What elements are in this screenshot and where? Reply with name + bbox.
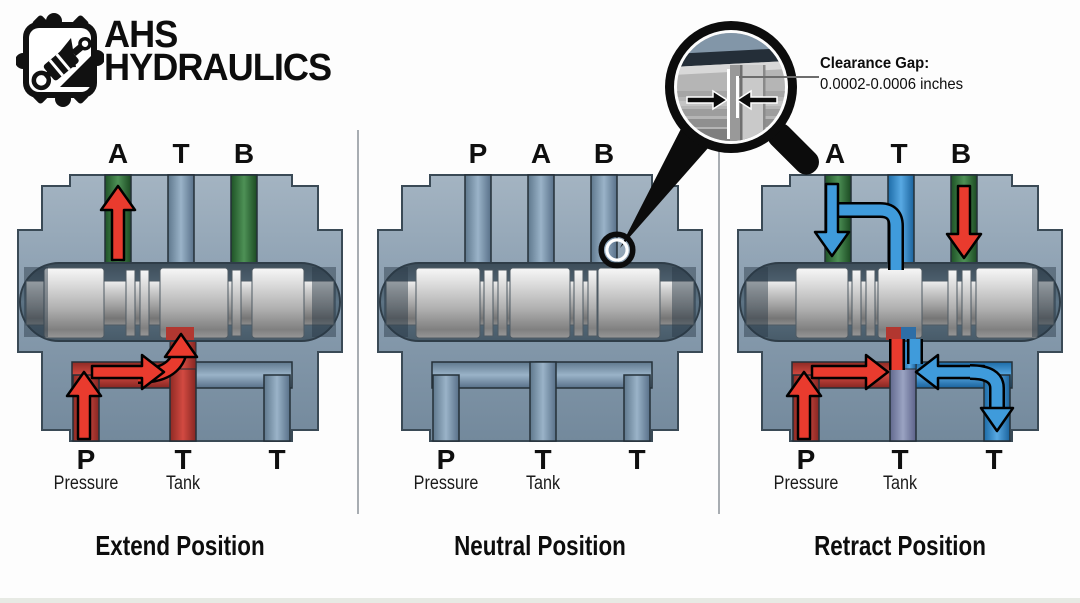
port-sublabel: Pressure (413, 473, 479, 494)
panel-divider-1 (357, 130, 359, 514)
panel-title: Neutral Position (454, 530, 626, 561)
valve-extend (0, 130, 360, 520)
spool-ring (497, 269, 508, 337)
port-sublabel: Tank (165, 473, 201, 494)
port-label-bottom: P (76, 444, 96, 475)
port-label-top: A (107, 138, 129, 169)
port-label-top: T (172, 138, 190, 169)
bottom-port-P (432, 374, 460, 442)
flow-arrow (810, 353, 890, 391)
callout-label: Clearance Gap: (820, 55, 930, 72)
port-label-top: B (950, 138, 972, 169)
bottom-port-T (623, 374, 651, 442)
flow-pipe (834, 204, 902, 270)
spool-ring (865, 269, 876, 337)
top-port-P (464, 174, 492, 273)
bore-shadow-left (24, 267, 48, 337)
port-label-top: A (530, 138, 552, 169)
flow-arrow (90, 353, 166, 391)
port-label-bottom: P (436, 444, 456, 475)
panel-extend: A T B P T T Pressure Tank Extend Positio… (0, 130, 360, 603)
flow-arrow (65, 370, 103, 441)
fluid-patch (901, 327, 916, 340)
logo-text: AHS HYDRAULICS (104, 14, 332, 89)
flow-arrow (99, 184, 137, 262)
footer-strip (0, 598, 1080, 603)
spool-land (795, 267, 849, 339)
flow-arrow (785, 370, 823, 441)
flow-arrow (945, 184, 983, 260)
panel-retract: A T B P T T Pressure Tank Retract Positi… (720, 130, 1080, 603)
bottom-port-T (169, 361, 197, 442)
spool-land (43, 267, 105, 339)
port-label-bottom: P (796, 444, 816, 475)
port-sublabel: Tank (882, 473, 918, 494)
spool-ring (483, 269, 494, 337)
port-sublabel: Pressure (53, 473, 119, 494)
flow-arrow (979, 406, 1015, 433)
top-port-B (230, 174, 258, 273)
port-label-bottom: T (534, 444, 552, 475)
spool-land (975, 267, 1039, 339)
spool-ring (139, 269, 150, 337)
panel-divider-2 (718, 130, 720, 514)
bore-shadow-left (384, 267, 408, 337)
panel-title: Extend Position (95, 530, 265, 561)
port-label-bottom: T (268, 444, 286, 475)
logo-line2: HYDRAULICS (104, 47, 332, 89)
spool-ring (961, 269, 972, 337)
bore-shadow-right (1032, 267, 1056, 337)
spool-land (415, 267, 481, 339)
callout-value: 0.0002-0.0006 inches (820, 76, 964, 93)
port-label-top: T (890, 138, 908, 169)
bottom-port-T (889, 361, 917, 442)
port-sublabel: Tank (525, 473, 561, 494)
valve-graphic-retract (737, 174, 1063, 442)
bore-shadow-right (672, 267, 696, 337)
port-label-top: B (593, 138, 615, 169)
spool-ring (125, 269, 136, 337)
spool-ring (851, 269, 862, 337)
bottom-port-T (263, 374, 291, 442)
spool-ring (573, 269, 584, 337)
magnifier-ring-inner (674, 30, 788, 144)
clearance-gap-callout: Clearance Gap: 0.0002-0.0006 inches (820, 53, 963, 95)
panel-title: Retract Position (814, 530, 986, 561)
port-label-top: B (233, 138, 255, 169)
logo-line1: AHS (104, 14, 178, 56)
flow-pipe (969, 366, 1003, 408)
port-label-bottom: T (628, 444, 646, 475)
logo-badge-icon (16, 13, 104, 107)
top-port-T (167, 174, 195, 273)
panel-neutral: P A B P T T Pressure Tank Neutral Positi… (360, 130, 720, 603)
gap-arrow-left-icon (735, 89, 778, 111)
bore-shadow-right (312, 267, 336, 337)
spool-land (251, 267, 305, 339)
port-label-bottom: T (985, 444, 1003, 475)
spool-land (597, 267, 661, 339)
port-label-top: A (824, 138, 846, 169)
spool-land (509, 267, 571, 339)
spool-ring (231, 269, 242, 337)
valve-retract (720, 130, 1080, 520)
fluid-patch (886, 327, 901, 340)
flow-arrow (163, 332, 199, 359)
valve-graphic-extend (17, 174, 343, 442)
port-label-bottom: T (891, 444, 909, 475)
top-port-A (527, 174, 555, 273)
port-label-bottom: T (174, 444, 192, 475)
bore-shadow-left (744, 267, 768, 337)
port-label-top: P (468, 138, 488, 169)
bottom-port-T (529, 361, 557, 442)
spool-ring (947, 269, 958, 337)
spool-ring (587, 269, 598, 337)
flow-arrow (813, 182, 851, 258)
gap-arrow-right-icon (686, 89, 729, 111)
port-sublabel: Pressure (773, 473, 839, 494)
